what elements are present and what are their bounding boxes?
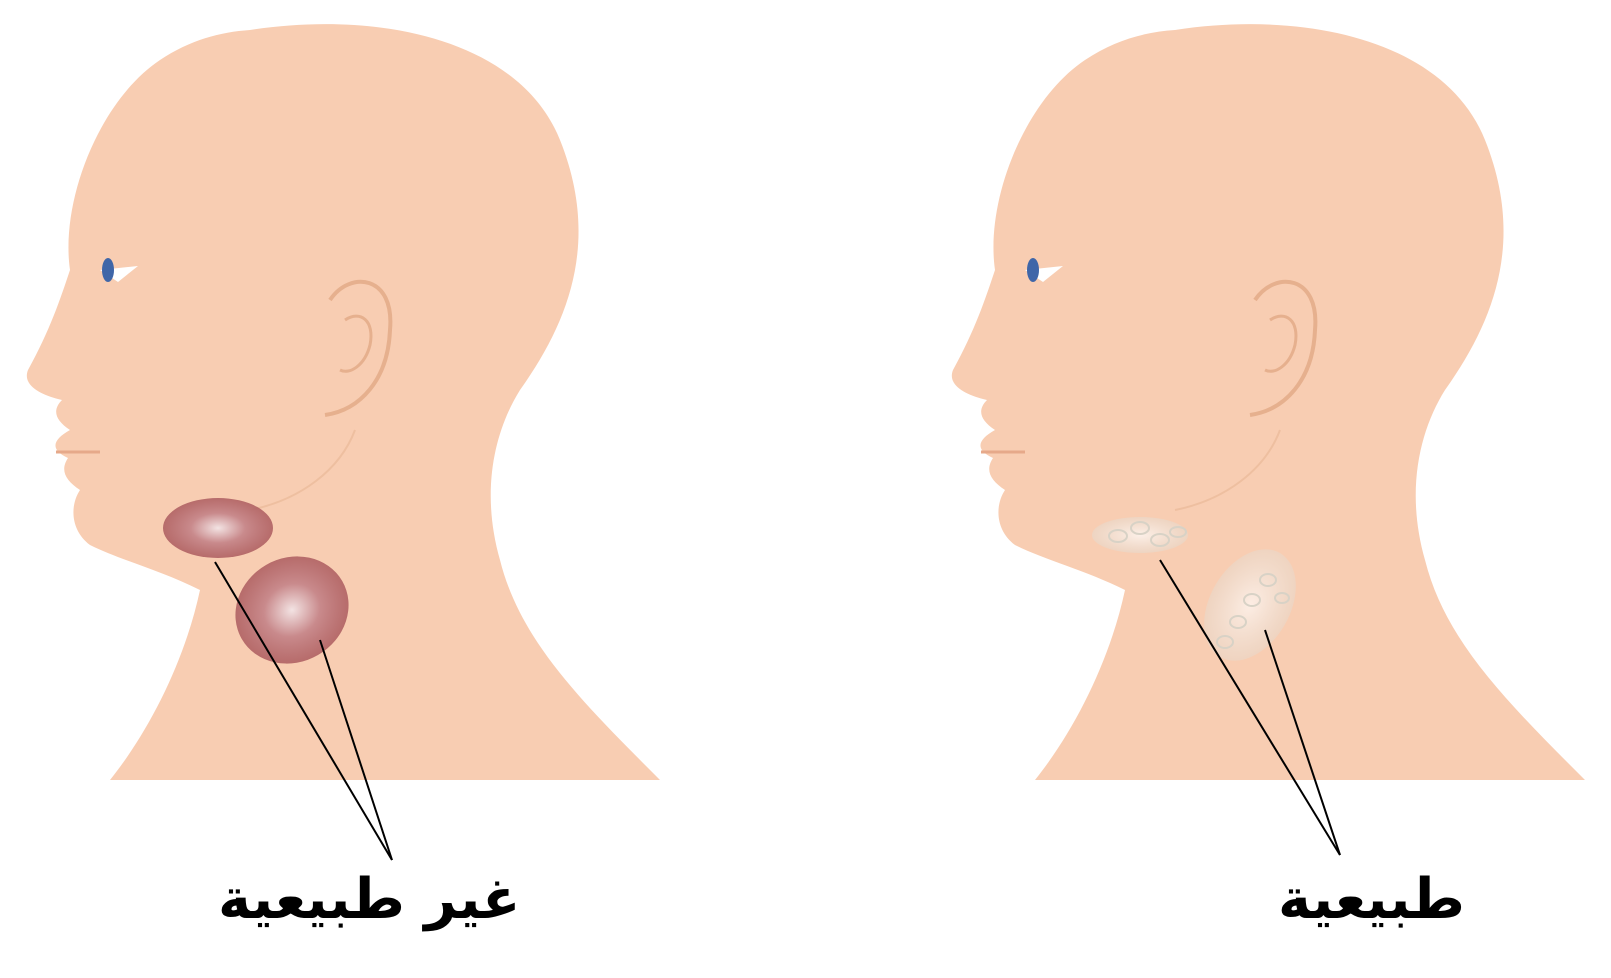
- swollen-node-upper: [163, 498, 273, 558]
- label-abnormal: غير طبيعية: [218, 872, 520, 928]
- label-normal: طبيعية: [1278, 872, 1465, 928]
- head-silhouette-right: [952, 24, 1585, 780]
- head-profile-abnormal: [27, 24, 660, 860]
- head-profile-normal: [952, 24, 1585, 855]
- head-silhouette-left: [27, 24, 660, 780]
- normal-node-cluster-upper: [1092, 517, 1188, 553]
